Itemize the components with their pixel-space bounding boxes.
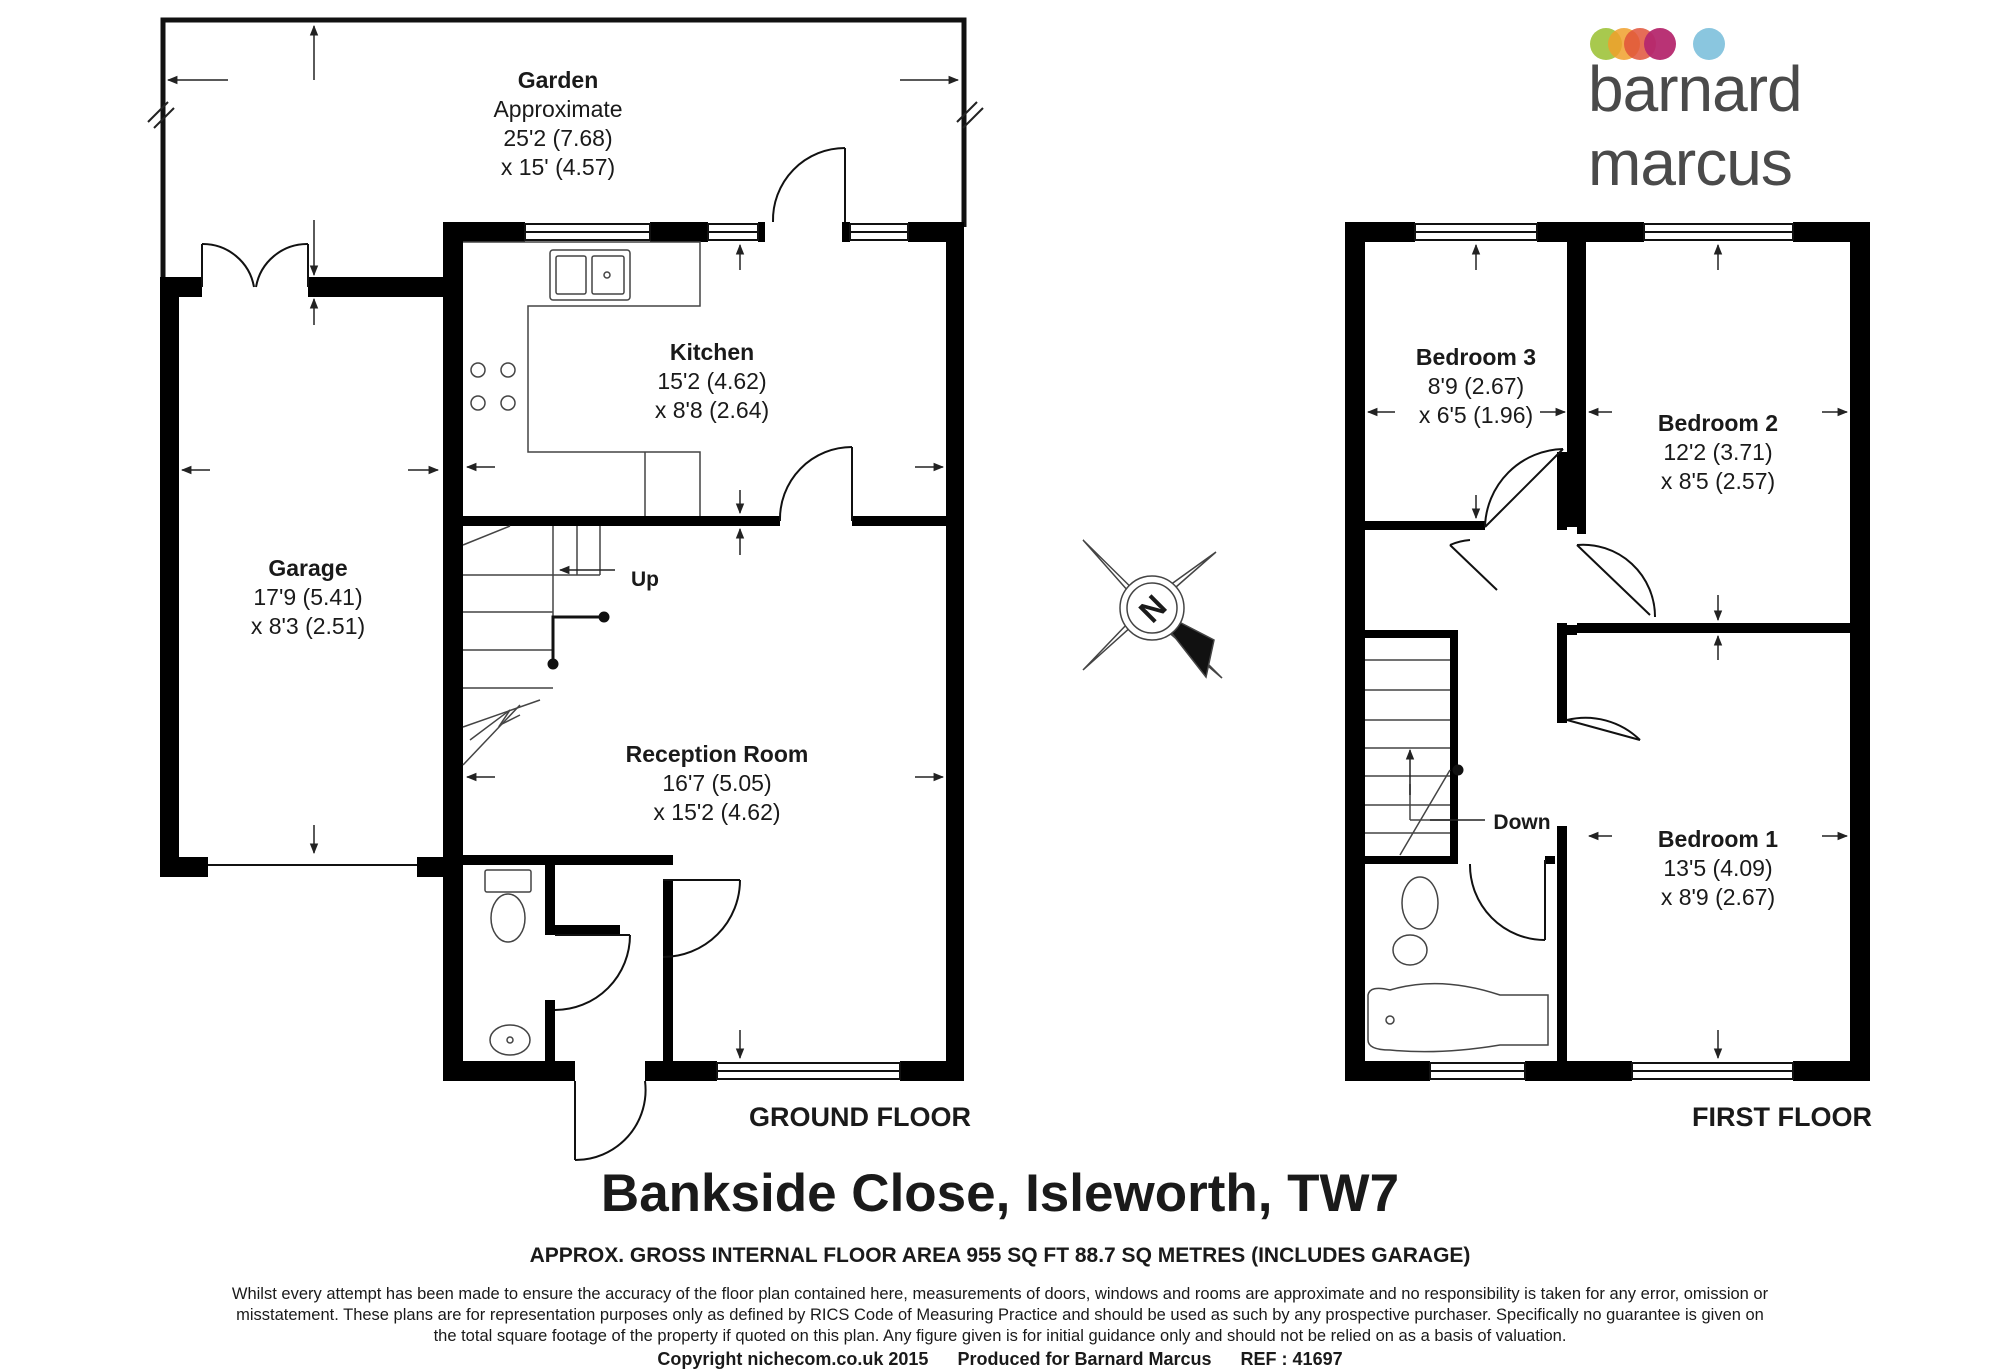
reception-dim1: 16'7 (5.05) [662, 770, 771, 796]
reception-dim2: x 15'2 (4.62) [653, 799, 780, 825]
bedroom2-name: Bedroom 2 [1658, 410, 1778, 436]
bedroom3-dim2: x 6'5 (1.96) [1419, 402, 1533, 428]
produced-for-text: Produced for Barnard Marcus [957, 1349, 1212, 1369]
garden-name: Garden [518, 67, 599, 93]
ground-internal-walls [463, 516, 946, 1061]
reception-name: Reception Room [626, 741, 809, 767]
first-doors [1449, 448, 1657, 941]
plan-labels: Garden Approximate 25'2 (7.68) x 15' (4.… [251, 67, 1872, 1132]
ground-floor-label: GROUND FLOOR [749, 1102, 971, 1132]
first-windows [1414, 223, 1794, 1080]
garden-dim1: 25'2 (7.68) [503, 125, 612, 151]
bedroom2-dim1: 12'2 (3.71) [1663, 439, 1772, 465]
first-floor-plan [1345, 222, 1870, 1081]
first-dimension-arrows [1366, 243, 1849, 1060]
kitchen-name: Kitchen [670, 339, 754, 365]
stairs-up-label: Up [631, 568, 659, 591]
property-address-title: Bankside Close, Isleworth, TW7 [600, 1164, 1400, 1223]
ground-floor-plan [147, 17, 984, 1162]
logo-dot-4 [1644, 28, 1676, 60]
bedroom1-dim2: x 8'9 (2.67) [1661, 884, 1775, 910]
stairs-down-label: Down [1493, 811, 1550, 834]
ground-windows [524, 223, 909, 1080]
floor-area-summary: APPROX. GROSS INTERNAL FLOOR AREA 955 SQ… [529, 1244, 1471, 1267]
bedroom2-dim2: x 8'5 (2.57) [1661, 468, 1775, 494]
brand-name: barnard marcus [1588, 53, 1803, 199]
garage-dim1: 17'9 (5.41) [253, 584, 362, 610]
bedroom1-dim1: 13'5 (4.09) [1663, 855, 1772, 881]
bathroom-fittings [1367, 876, 1549, 1053]
kitchen-counters [463, 241, 701, 516]
first-walls [1345, 222, 1870, 1081]
stair-handrail [547, 611, 610, 670]
first-handrail [1452, 764, 1464, 776]
garage-name: Garage [268, 555, 347, 581]
compass-rose [1082, 539, 1223, 679]
garden-break-marks [147, 101, 984, 129]
bedroom3-dim1: 8'9 (2.67) [1428, 373, 1524, 399]
kitchen-dim1: 15'2 (4.62) [657, 368, 766, 394]
reference-text: REF : 41697 [1240, 1349, 1343, 1369]
garden-boundary [160, 17, 967, 277]
garage-dim2: x 8'3 (2.51) [251, 613, 365, 639]
footer-credits: Copyright nichecom.co.uk 2015 Produced f… [0, 1349, 2000, 1370]
first-floor-label: FIRST FLOOR [1692, 1102, 1872, 1132]
wc-fittings [484, 869, 532, 1056]
ground-dimension-arrows [166, 24, 960, 1060]
ground-stairs [462, 525, 601, 766]
bedroom3-name: Bedroom 3 [1416, 344, 1536, 370]
ground-doors [201, 147, 853, 1162]
kitchen-dim2: x 8'8 (2.64) [655, 397, 769, 423]
copyright-text: Copyright nichecom.co.uk 2015 [657, 1349, 929, 1369]
disclaimer-text: Whilst every attempt has been made to en… [231, 1285, 1769, 1345]
ground-walls [160, 222, 964, 1081]
barnard-marcus-logo [1590, 28, 1725, 60]
bedroom1-name: Bedroom 1 [1658, 826, 1778, 852]
first-stairs [1365, 659, 1451, 856]
logo-dot-5 [1693, 28, 1725, 60]
garden-note: Approximate [493, 96, 622, 122]
garden-dim2: x 15' (4.57) [501, 154, 615, 180]
